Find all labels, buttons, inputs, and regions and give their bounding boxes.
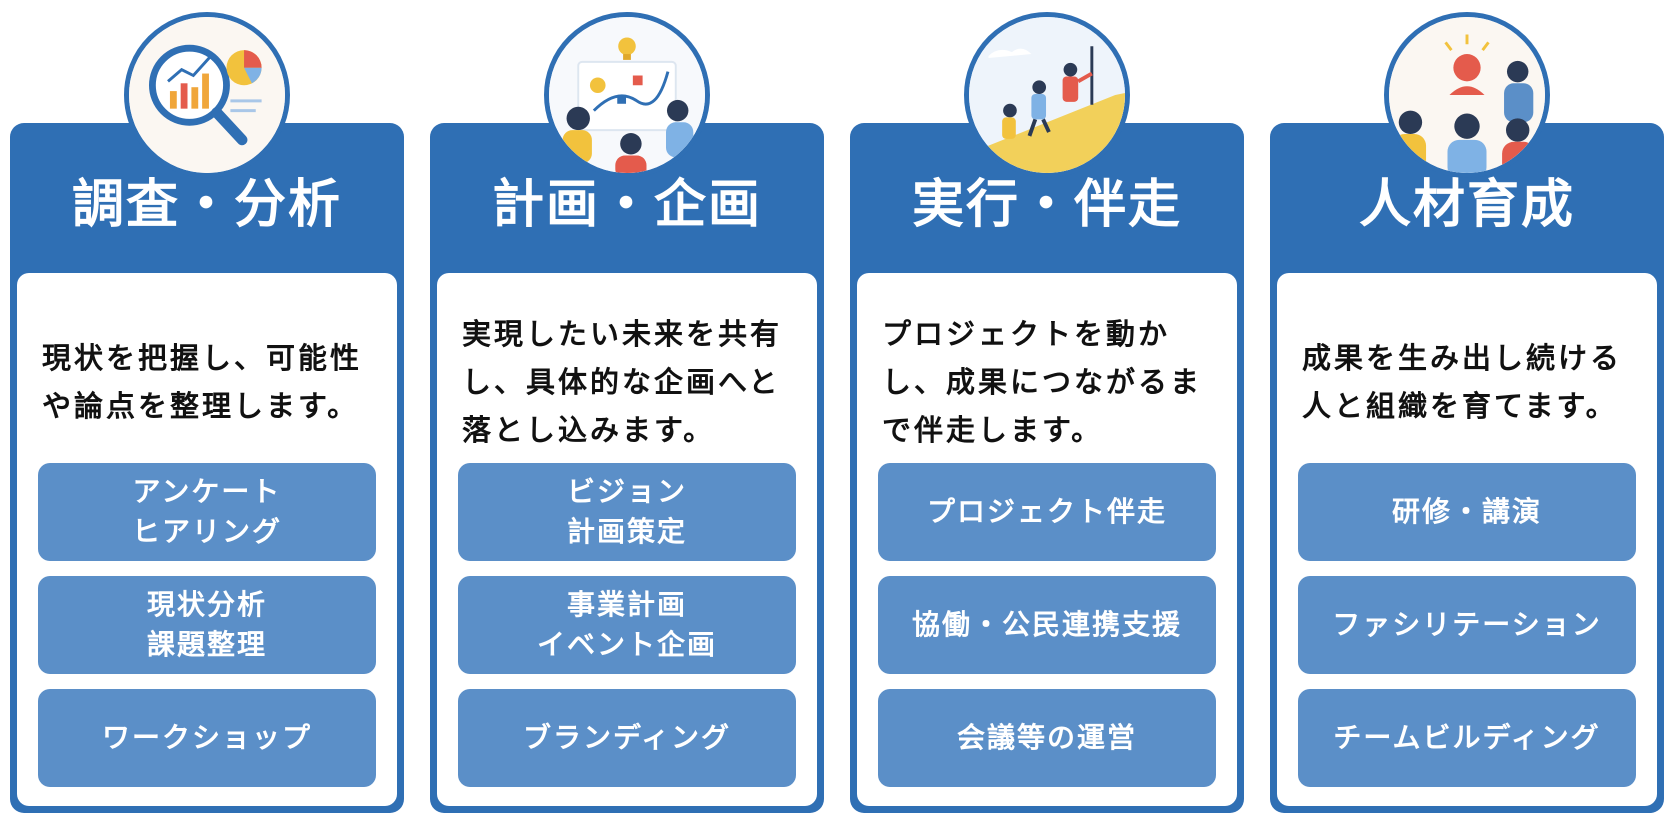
description-line: し、成果につながるま: [882, 365, 1203, 399]
description-line: 落とし込みます。: [462, 413, 716, 447]
description-line: 成果を生み出し続ける: [1302, 341, 1623, 375]
button-label: 研修・講演: [1391, 495, 1542, 528]
service-button-vision[interactable]: ビジョン 計画策定: [458, 463, 796, 561]
description-line: 人と組織を育てます。: [1302, 389, 1618, 423]
description-line: や論点を整理します。: [42, 389, 360, 423]
service-button-workshop[interactable]: ワークショップ: [38, 689, 376, 787]
description-line: 実現したい未来を共有: [462, 317, 783, 351]
button-label: 事業計画: [566, 588, 687, 621]
service-button-project-support[interactable]: プロジェクト伴走: [878, 463, 1216, 561]
card-description: 実現したい未来を共有 し、具体的な企画へと 落とし込みます。: [462, 307, 807, 457]
service-button-analysis[interactable]: 現状分析 課題整理: [38, 576, 376, 674]
service-card-research: 調査・分析 現状を把握し、可能性 や論点を整理します。 アンケート ヒアリング …: [10, 123, 404, 813]
service-button-training[interactable]: 研修・講演: [1298, 463, 1636, 561]
description-line: し、具体的な企画へと: [462, 365, 781, 399]
button-label: 現状分析: [146, 588, 267, 621]
magnifier-chart-icon: [124, 12, 290, 178]
button-label: イベント企画: [536, 628, 717, 661]
card-title: 調査・分析: [71, 175, 342, 235]
card-body: 成果を生み出し続ける 人と組織を育てます。 研修・講演 ファシリテーション チー…: [1277, 273, 1657, 806]
service-button-business-plan[interactable]: 事業計画 イベント企画: [458, 576, 796, 674]
description-line: プロジェクトを動か: [882, 317, 1171, 351]
description-line: 現状を把握し、可能性: [42, 341, 363, 375]
service-card-planning: 計画・企画 実現したい未来を共有 し、具体的な企画へと 落とし込みます。 ビジョ…: [430, 123, 824, 813]
service-button-facilitation[interactable]: ファシリテーション: [1298, 576, 1636, 674]
button-label: 計画策定: [566, 515, 687, 548]
card-body: 実現したい未来を共有 し、具体的な企画へと 落とし込みます。 ビジョン 計画策定…: [437, 273, 817, 806]
service-button-survey[interactable]: アンケート ヒアリング: [38, 463, 376, 561]
button-label: 会議等の運営: [956, 721, 1137, 754]
button-label: 課題整理: [146, 628, 267, 661]
button-label: 協働・公民連携支援: [911, 608, 1182, 641]
service-button-team-building[interactable]: チームビルディング: [1298, 689, 1636, 787]
button-label: チームビルディング: [1333, 721, 1601, 754]
description-line: で伴走します。: [882, 413, 1104, 447]
service-button-meeting-management[interactable]: 会議等の運営: [878, 689, 1216, 787]
card-description: プロジェクトを動か し、成果につながるま で伴走します。: [882, 307, 1227, 457]
button-label: アンケート: [132, 475, 282, 508]
card-description: 成果を生み出し続ける 人と組織を育てます。: [1302, 307, 1647, 457]
button-label: ビジョン: [566, 475, 687, 508]
button-label: ヒアリング: [131, 515, 282, 548]
service-button-branding[interactable]: ブランディング: [458, 689, 796, 787]
team-climbing-icon: [964, 12, 1130, 178]
card-title: 計画・企画: [491, 175, 762, 235]
service-button-collaboration[interactable]: 協働・公民連携支援: [878, 576, 1216, 674]
card-title: 実行・伴走: [911, 175, 1182, 235]
card-description: 現状を把握し、可能性 や論点を整理します。: [42, 307, 387, 457]
button-label: ワークショップ: [101, 721, 312, 754]
planning-board-icon: [544, 12, 710, 178]
service-card-hr-development: 人材育成 成果を生み出し続ける 人と組織を育てます。 研修・講演 ファシリテーシ…: [1270, 123, 1664, 813]
service-card-execution: 実行・伴走 プロジェクトを動か し、成果につながるま で伴走します。 プロジェク…: [850, 123, 1244, 813]
people-training-icon: [1384, 12, 1550, 178]
card-body: プロジェクトを動か し、成果につながるま で伴走します。 プロジェクト伴走 協働…: [857, 273, 1237, 806]
button-label: ブランディング: [522, 721, 732, 754]
button-label: ファシリテーション: [1332, 608, 1602, 641]
button-label: プロジェクト伴走: [926, 495, 1167, 528]
card-body: 現状を把握し、可能性 や論点を整理します。 アンケート ヒアリング 現状分析 課…: [17, 273, 397, 806]
card-title: 人材育成: [1358, 175, 1575, 235]
